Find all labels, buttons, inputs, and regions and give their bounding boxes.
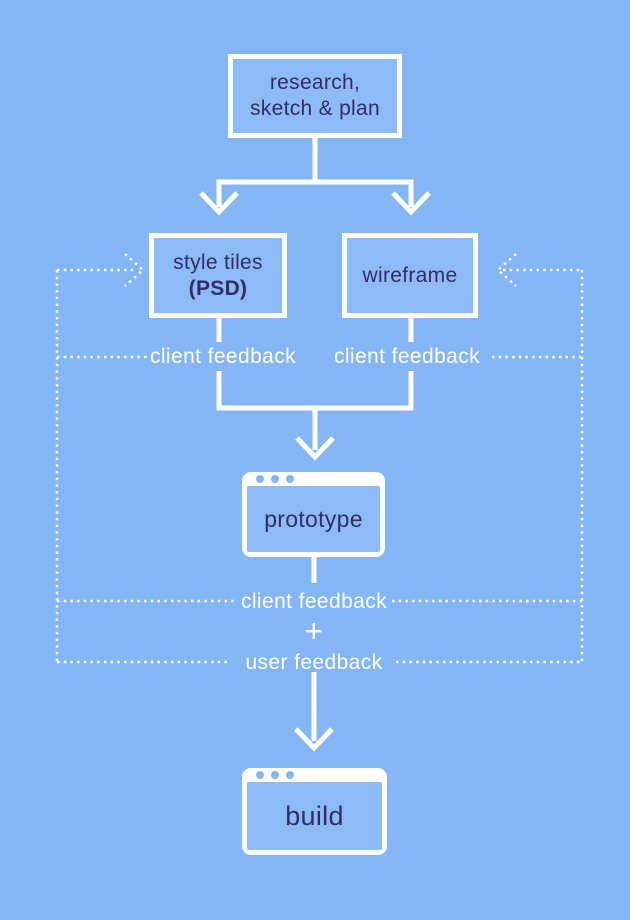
- node-build-window: build: [242, 768, 387, 855]
- node-style-tiles: style tiles (PSD): [149, 233, 287, 318]
- window-dot-icon: [271, 771, 279, 779]
- label-client-feedback-prototype: client feedback: [240, 590, 388, 613]
- node-style-tiles-label-line2: (PSD): [188, 276, 248, 300]
- dotted-feedback-loop-right: [392, 253, 584, 664]
- right-loop-arrowhead: [496, 253, 517, 287]
- split-arrowhead-right: [391, 191, 431, 216]
- node-prototype-window: prototype: [242, 472, 385, 557]
- dotted-feedback-loop-left: [55, 253, 238, 664]
- node-research-label-line1: research,: [269, 71, 361, 94]
- label-client-feedback-style-tiles: client feedback: [149, 345, 297, 368]
- node-build-label: build: [247, 782, 382, 850]
- node-style-tiles-label-line1: style tiles: [173, 250, 263, 274]
- window-titlebar: [247, 472, 380, 486]
- build-arrowhead: [294, 727, 334, 752]
- window-dot-icon: [286, 475, 294, 483]
- window-dot-icon: [256, 475, 264, 483]
- node-research-sketch-plan: research, sketch & plan: [228, 54, 402, 138]
- research-split-bar: [216, 179, 414, 207]
- window-titlebar: [247, 768, 382, 782]
- window-dot-icon: [271, 475, 279, 483]
- split-arrowhead-left: [199, 191, 239, 216]
- node-prototype-label: prototype: [247, 486, 380, 552]
- solid-connectors: [199, 138, 431, 752]
- node-research-label-line2: sketch & plan: [250, 97, 380, 120]
- merge-bar: [216, 371, 414, 411]
- window-dot-icon: [286, 771, 294, 779]
- merge-arrowhead: [295, 436, 335, 461]
- node-wireframe: wireframe: [342, 233, 478, 318]
- left-loop-arrowhead: [124, 253, 145, 287]
- label-user-feedback: user feedback: [245, 651, 383, 674]
- label-plus: +: [304, 613, 324, 649]
- label-client-feedback-wireframe: client feedback: [333, 345, 481, 368]
- window-dot-icon: [256, 771, 264, 779]
- node-wireframe-label: wireframe: [362, 263, 458, 287]
